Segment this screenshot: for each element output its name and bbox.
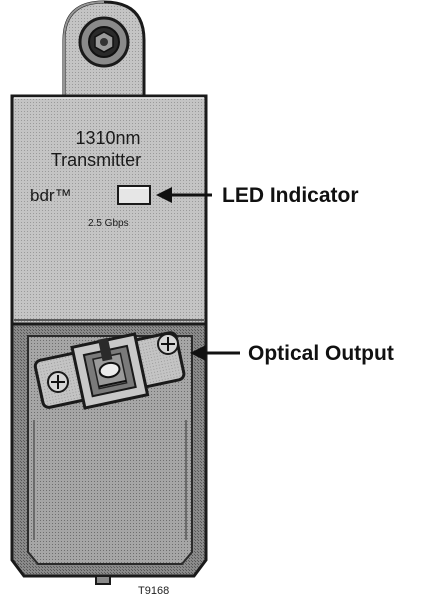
mounting-screw-icon: [78, 16, 130, 68]
led-indicator-icon: [117, 185, 151, 205]
data-rate-label: 2.5 Gbps: [88, 218, 129, 229]
figure-id: T9168: [138, 585, 169, 597]
optical-output-label: Optical Output: [248, 342, 394, 365]
optical-connector: [33, 331, 186, 410]
connector-screw-icon: [157, 333, 179, 355]
wavelength-label: 1310nm: [75, 128, 140, 148]
optical-callout-arrow: [190, 345, 240, 361]
brand-label: bdr™: [30, 186, 72, 205]
led-callout-arrow: [156, 187, 212, 203]
led-indicator-label: LED Indicator: [222, 184, 359, 207]
transmitter-label: Transmitter: [51, 150, 141, 170]
transmitter-body: [10, 94, 208, 326]
connector-screw-icon: [47, 371, 69, 393]
